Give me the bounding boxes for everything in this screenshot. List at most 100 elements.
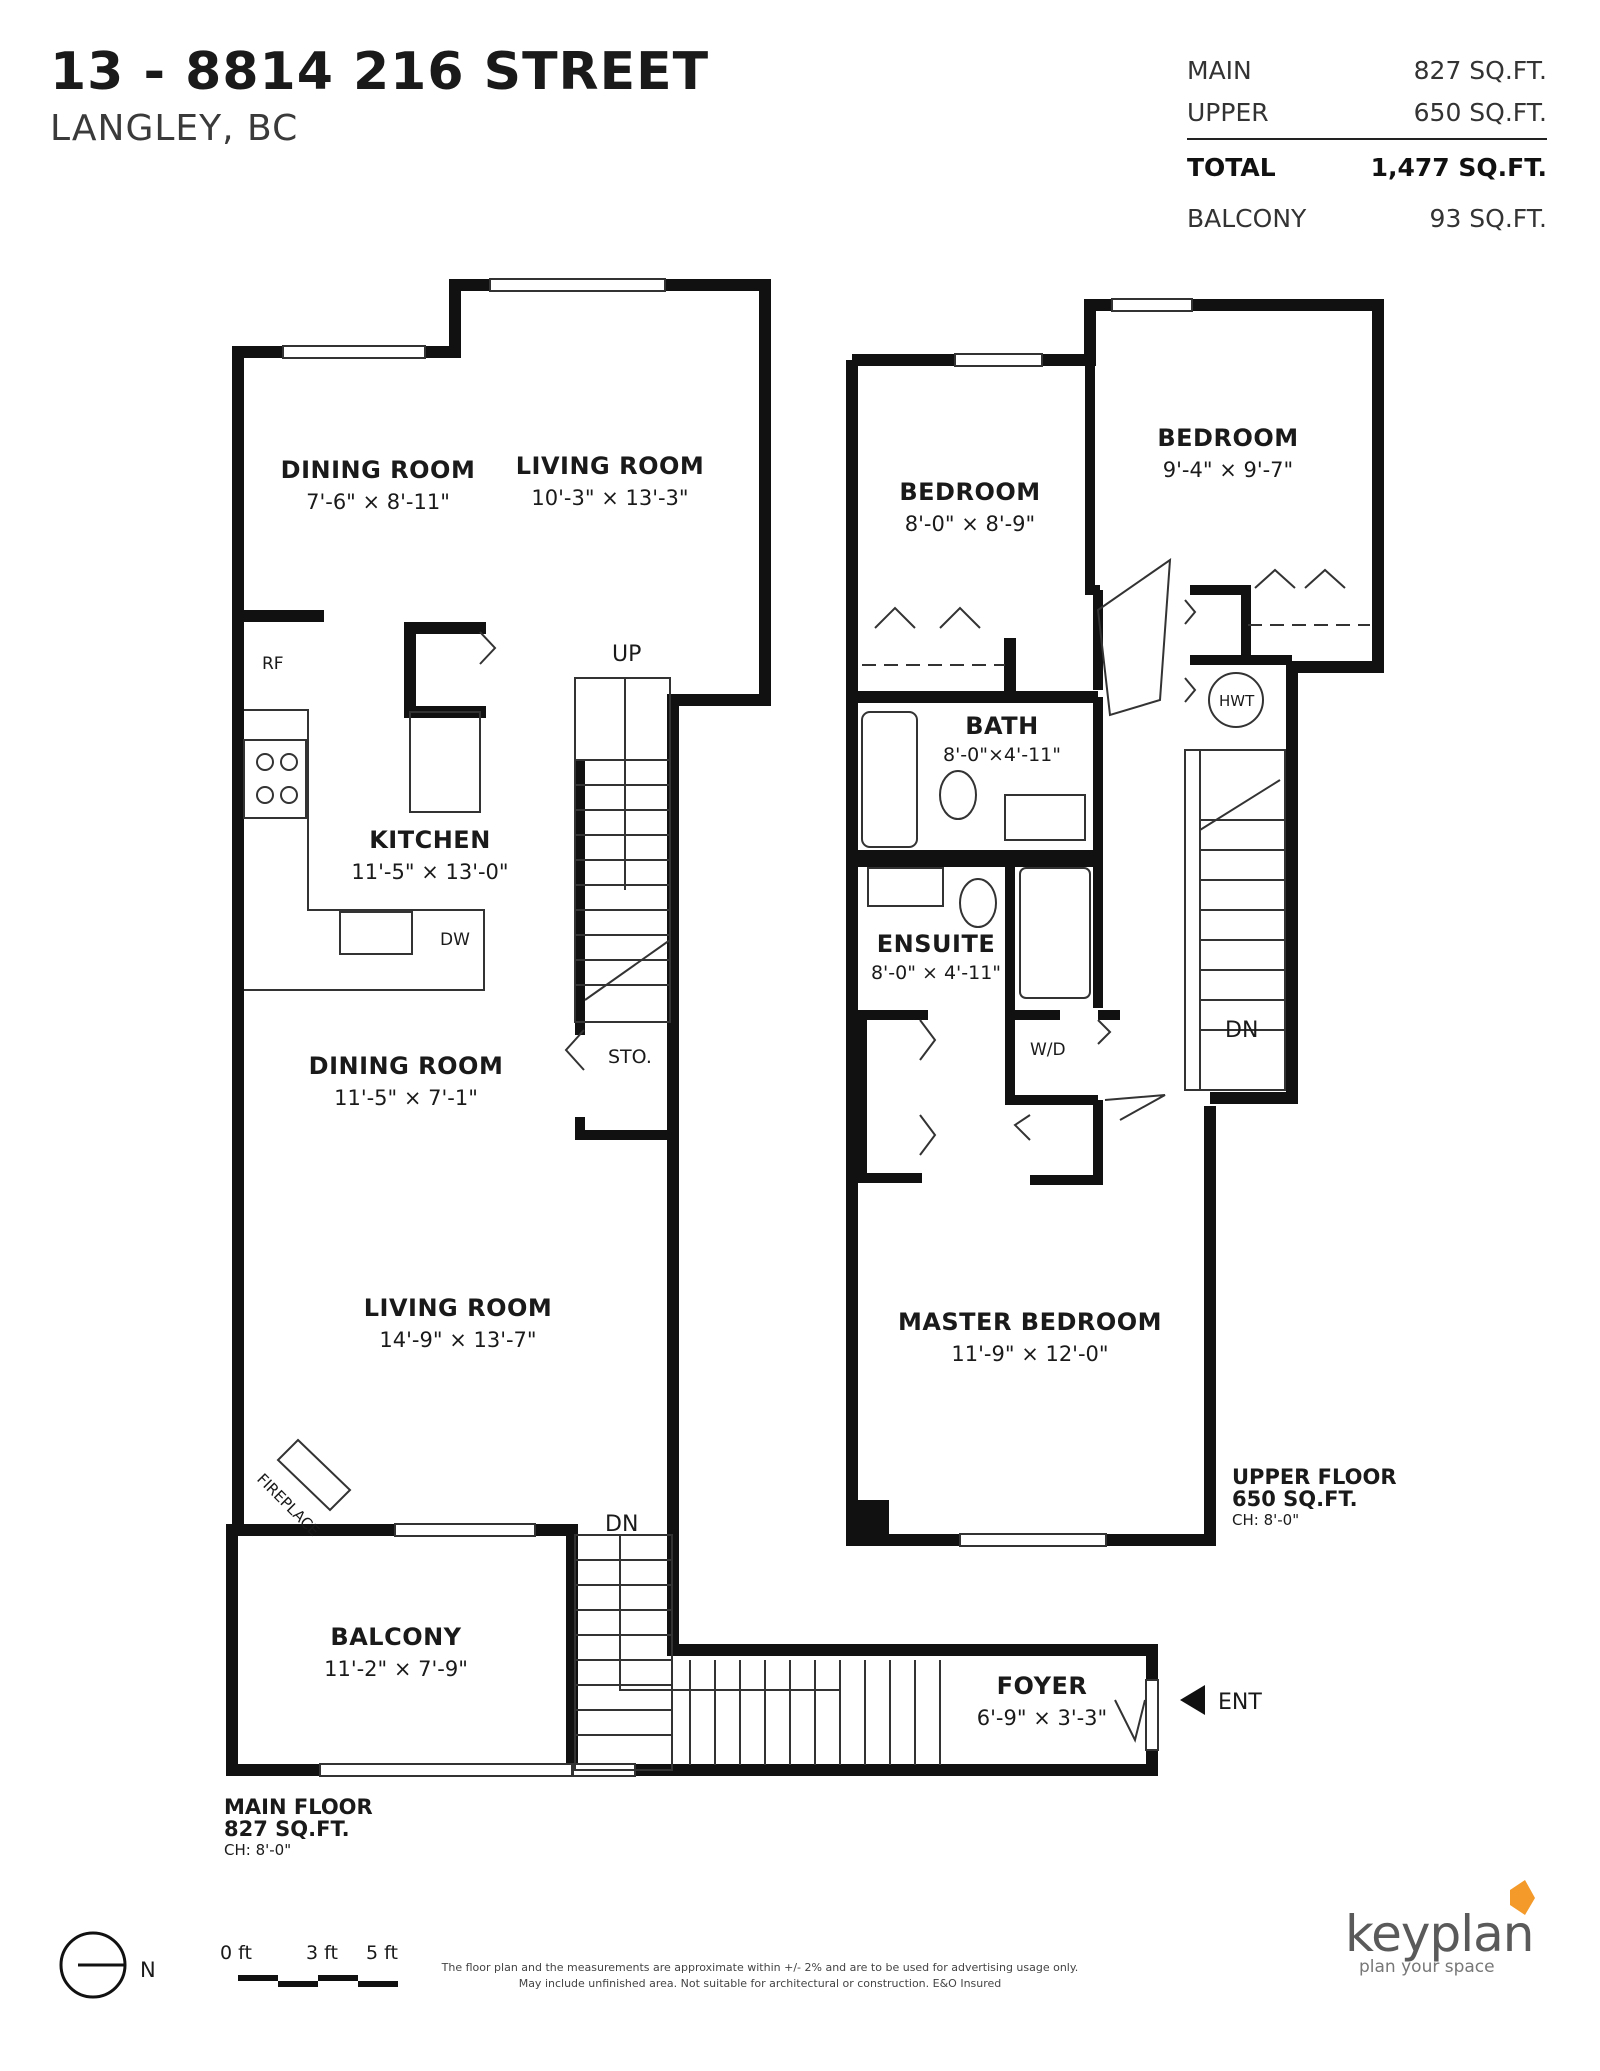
room-dims: 7'-6" × 8'-11" (306, 490, 450, 514)
window (959, 1533, 1107, 1547)
fridge-label: RF (262, 654, 284, 674)
stair-down (574, 1534, 673, 1771)
storage-wall (575, 1117, 678, 1140)
bath-toilet (939, 770, 977, 820)
room-dims: 11'-5" × 7'-1" (334, 1086, 478, 1110)
upper-column (855, 1500, 889, 1540)
main-outer-wall (232, 279, 1158, 1776)
doors (479, 557, 1346, 1743)
scale-label-5: 5 ft (366, 1942, 398, 1964)
entry-label: ENT (1218, 1690, 1262, 1715)
stair-treads (575, 678, 671, 1001)
upper-stair (1184, 749, 1286, 1091)
master-closet-wall (857, 1015, 922, 1183)
area-summary-table: MAIN 827 SQ.FT. UPPER 650 SQ.FT. TOTAL 1… (1187, 50, 1547, 240)
upper-stair-treads (1199, 750, 1285, 1090)
ensuite-tub (1019, 867, 1091, 999)
area-value: 93 SQ.FT. (1429, 204, 1547, 233)
room-master-bedroom: MASTER BEDROOM 11'-9" × 12'-0" (898, 1308, 1162, 1366)
floor-area: 650 SQ.FT. (1232, 1487, 1358, 1511)
room-name: MASTER BEDROOM (897, 1308, 1163, 1336)
fireplace (276, 1438, 352, 1512)
closet-doors (919, 1019, 937, 1156)
room-dims: 11'-9" × 12'-0" (951, 1342, 1109, 1366)
area-value: 1,477 SQ.FT. (1370, 153, 1547, 182)
area-value: 650 SQ.FT. (1413, 98, 1547, 127)
area-label: TOTAL (1187, 153, 1276, 182)
area-value: 827 SQ.FT. (1413, 56, 1547, 85)
window (1145, 1679, 1159, 1751)
closet-rod (862, 624, 1370, 666)
room-name: BEDROOM (899, 478, 1041, 506)
main-floor-caption: MAIN FLOOR 827 SQ.FT. CH: 8'-0" (224, 1796, 373, 1860)
window (489, 278, 666, 292)
area-label: UPPER (1187, 98, 1269, 127)
bath-tub (861, 711, 918, 848)
room-name: FOYER (996, 1672, 1088, 1700)
upper-stair-down-label: DN (1225, 1018, 1259, 1043)
range-top (243, 739, 307, 819)
brand-name: keyplan (1345, 1905, 1534, 1963)
bedroom-door (1096, 557, 1172, 717)
area-label: MAIN (1187, 56, 1252, 85)
scale-label-3: 3 ft (306, 1942, 338, 1964)
door-swing (1184, 599, 1197, 703)
city-subtitle: LANGLEY, BC (50, 108, 299, 149)
island-counter (409, 711, 481, 813)
room-dims: 10'-3" × 13'-3" (531, 486, 689, 510)
floor-label: MAIN FLOOR (224, 1795, 373, 1819)
room-bath: BATH 8'-0"×4'-11" (943, 712, 1061, 766)
room-name: KITCHEN (369, 826, 491, 854)
upper-floor-walls (846, 299, 1384, 1546)
entry-arrow-icon (1180, 1685, 1205, 1715)
compass-icon (59, 1931, 127, 1999)
room-bedroom-2: BEDROOM 9'-4" × 9'-7" (1157, 424, 1298, 482)
window (319, 1763, 573, 1777)
door-swing (1013, 1019, 1112, 1141)
room-name: DINING ROOM (308, 1052, 504, 1080)
fox-logo-icon (1510, 1880, 1535, 1915)
disclaimer: The floor plan and the measurements are … (380, 1960, 1140, 1992)
area-label: BALCONY (1187, 204, 1307, 233)
door-swing (564, 1029, 585, 1071)
room-name: BATH (965, 712, 1039, 740)
water-heater-label: HWT (1219, 692, 1255, 710)
window (954, 353, 1043, 367)
ceiling-height: CH: 8'-0" (1232, 1511, 1300, 1529)
dishwasher-label: DW (440, 930, 470, 950)
room-dims: 14'-9" × 13'-7" (379, 1328, 537, 1352)
room-foyer: FOYER 6'-9" × 3'-3" (977, 1672, 1107, 1730)
room-name: LIVING ROOM (515, 452, 705, 480)
floor-area: 827 SQ.FT. (224, 1817, 350, 1841)
hwt-tank (1208, 672, 1264, 728)
room-dining-room-2: DINING ROOM 11'-5" × 7'-1" (309, 1052, 504, 1110)
ensuite-toilet (959, 878, 997, 928)
closet-doors (1254, 568, 1346, 589)
brand-tagline: plan your space (1359, 1957, 1495, 1977)
storage-label: STO. (608, 1046, 652, 1068)
scale-label-0: 0 ft (220, 1942, 252, 1964)
disclaimer-line: May include unfinished area. Not suitabl… (518, 1977, 1002, 1990)
room-name: BEDROOM (1157, 424, 1299, 452)
burner (256, 753, 274, 771)
ceiling-height: CH: 8'-0" (224, 1841, 292, 1859)
floor-label: UPPER FLOOR (1232, 1465, 1397, 1489)
kitchen-counter (244, 709, 485, 991)
room-name: ENSUITE (876, 930, 996, 958)
room-balcony: BALCONY 11'-2" × 7'-9" (324, 1623, 468, 1681)
stair-treads (575, 1535, 840, 1736)
room-living-room-2: LIVING ROOM 14'-9" × 13'-7" (364, 1294, 553, 1352)
area-row-total: TOTAL 1,477 SQ.FT. (1187, 138, 1547, 190)
bedroom2-closet-wall (1190, 585, 1292, 665)
room-dining-room-1: DINING ROOM 7'-6" × 8'-11" (281, 456, 476, 514)
disclaimer-line: The floor plan and the measurements are … (441, 1961, 1079, 1974)
foyer-stair-treads (689, 1660, 941, 1765)
burner (256, 786, 274, 804)
keyplan-logo: keyplan plan your space (1345, 1905, 1545, 1977)
room-name: DINING ROOM (280, 456, 476, 484)
wd-closet-wall (1005, 1015, 1103, 1185)
compass-label: N (140, 1958, 156, 1982)
room-living-room-1: LIVING ROOM 10'-3" × 13'-3" (516, 452, 705, 510)
